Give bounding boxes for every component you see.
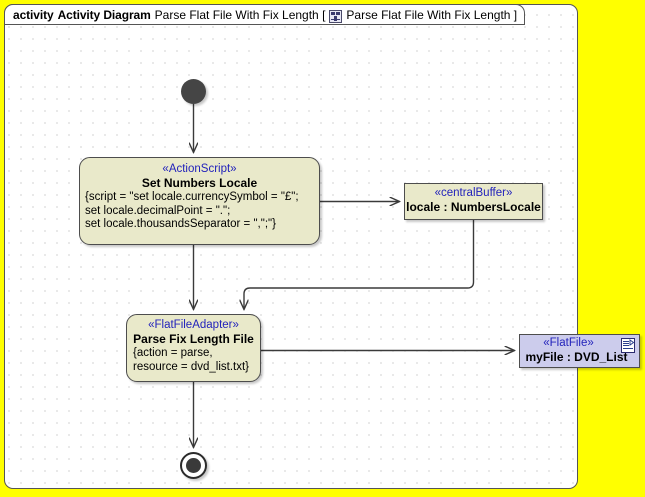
activity-diagram-icon: [329, 10, 343, 23]
header-keyword: activity: [13, 7, 54, 22]
central-buffer-node-locale[interactable]: «centralBuffer» locale : NumbersLocale: [404, 183, 543, 220]
document-icon: [621, 338, 635, 353]
stereotype-centralbuffer: «centralBuffer»: [434, 187, 513, 199]
node-body-set-numbers-locale: {script = "set locale.currencySymbol = "…: [85, 191, 299, 230]
diagram-header-tab[interactable]: activity Activity Diagram Parse Flat Fil…: [4, 4, 526, 25]
object-node-myfile-dvd-list[interactable]: «FlatFile» myFile : DVD_List: [519, 334, 640, 368]
node-title-parse-fix-length-file: Parse Fix Length File: [133, 332, 254, 346]
stereotype-actionscript: «ActionScript»: [162, 163, 237, 175]
header-diagram-name: Parse Flat File With Fix Length [: [154, 7, 326, 22]
grid-background: [5, 5, 577, 488]
action-node-set-numbers-locale[interactable]: «ActionScript» Set Numbers Locale {scrip…: [79, 157, 320, 245]
node-title-locale-numberslocale: locale : NumbersLocale: [406, 200, 541, 214]
stereotype-flatfileadapter: «FlatFileAdapter»: [148, 319, 239, 331]
node-body-parse-fix-length-file: {action = parse, resource = dvd_list.txt…: [133, 347, 250, 373]
node-title-set-numbers-locale: Set Numbers Locale: [141, 176, 258, 190]
final-node[interactable]: [180, 452, 207, 479]
final-node-inner-dot: [186, 458, 201, 473]
initial-node[interactable]: [181, 79, 206, 104]
header-context-name: Parse Flat File With Fix Length ]: [346, 7, 518, 22]
header-type-label: Activity Diagram: [57, 7, 151, 22]
diagram-frame: [4, 4, 578, 489]
node-title-myfile-dvd-list: myFile : DVD_List: [525, 350, 628, 364]
action-node-parse-fix-length-file[interactable]: «FlatFileAdapter» Parse Fix Length File …: [126, 314, 261, 382]
flow-buffer-to-parse: [244, 220, 475, 309]
stereotype-flatfile: «FlatFile»: [543, 337, 594, 349]
